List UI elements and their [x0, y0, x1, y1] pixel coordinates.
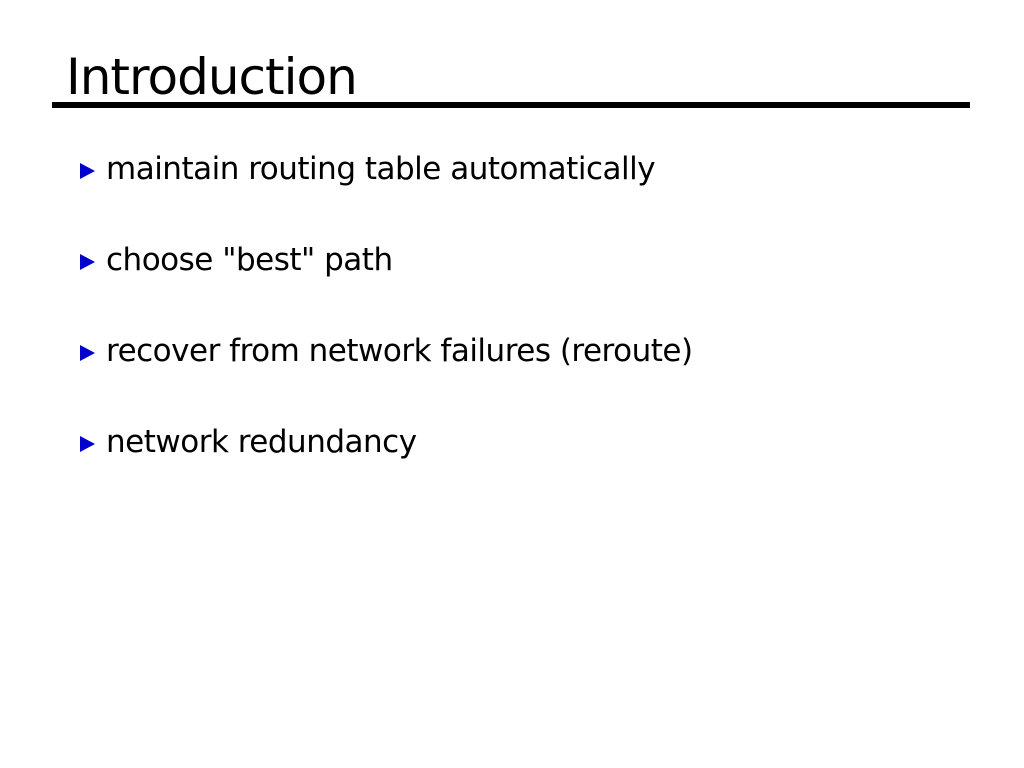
page-title: Introduction — [66, 48, 358, 106]
bullet-triangle-icon — [80, 254, 95, 270]
bullet-list: maintain routing table automatically cho… — [80, 148, 693, 512]
list-item: maintain routing table automatically — [80, 148, 693, 192]
bullet-text: network redundancy — [106, 424, 417, 461]
title-underline-rule — [52, 102, 970, 108]
bullet-text: recover from network failures (reroute) — [106, 333, 693, 370]
list-item: network redundancy — [80, 421, 693, 465]
list-item: recover from network failures (reroute) — [80, 330, 693, 374]
bullet-text: maintain routing table automatically — [106, 151, 656, 188]
bullet-text: choose "best" path — [106, 242, 393, 279]
bullet-triangle-icon — [80, 436, 95, 452]
list-item: choose "best" path — [80, 239, 693, 283]
bullet-triangle-icon — [80, 163, 95, 179]
bullet-triangle-icon — [80, 345, 95, 361]
